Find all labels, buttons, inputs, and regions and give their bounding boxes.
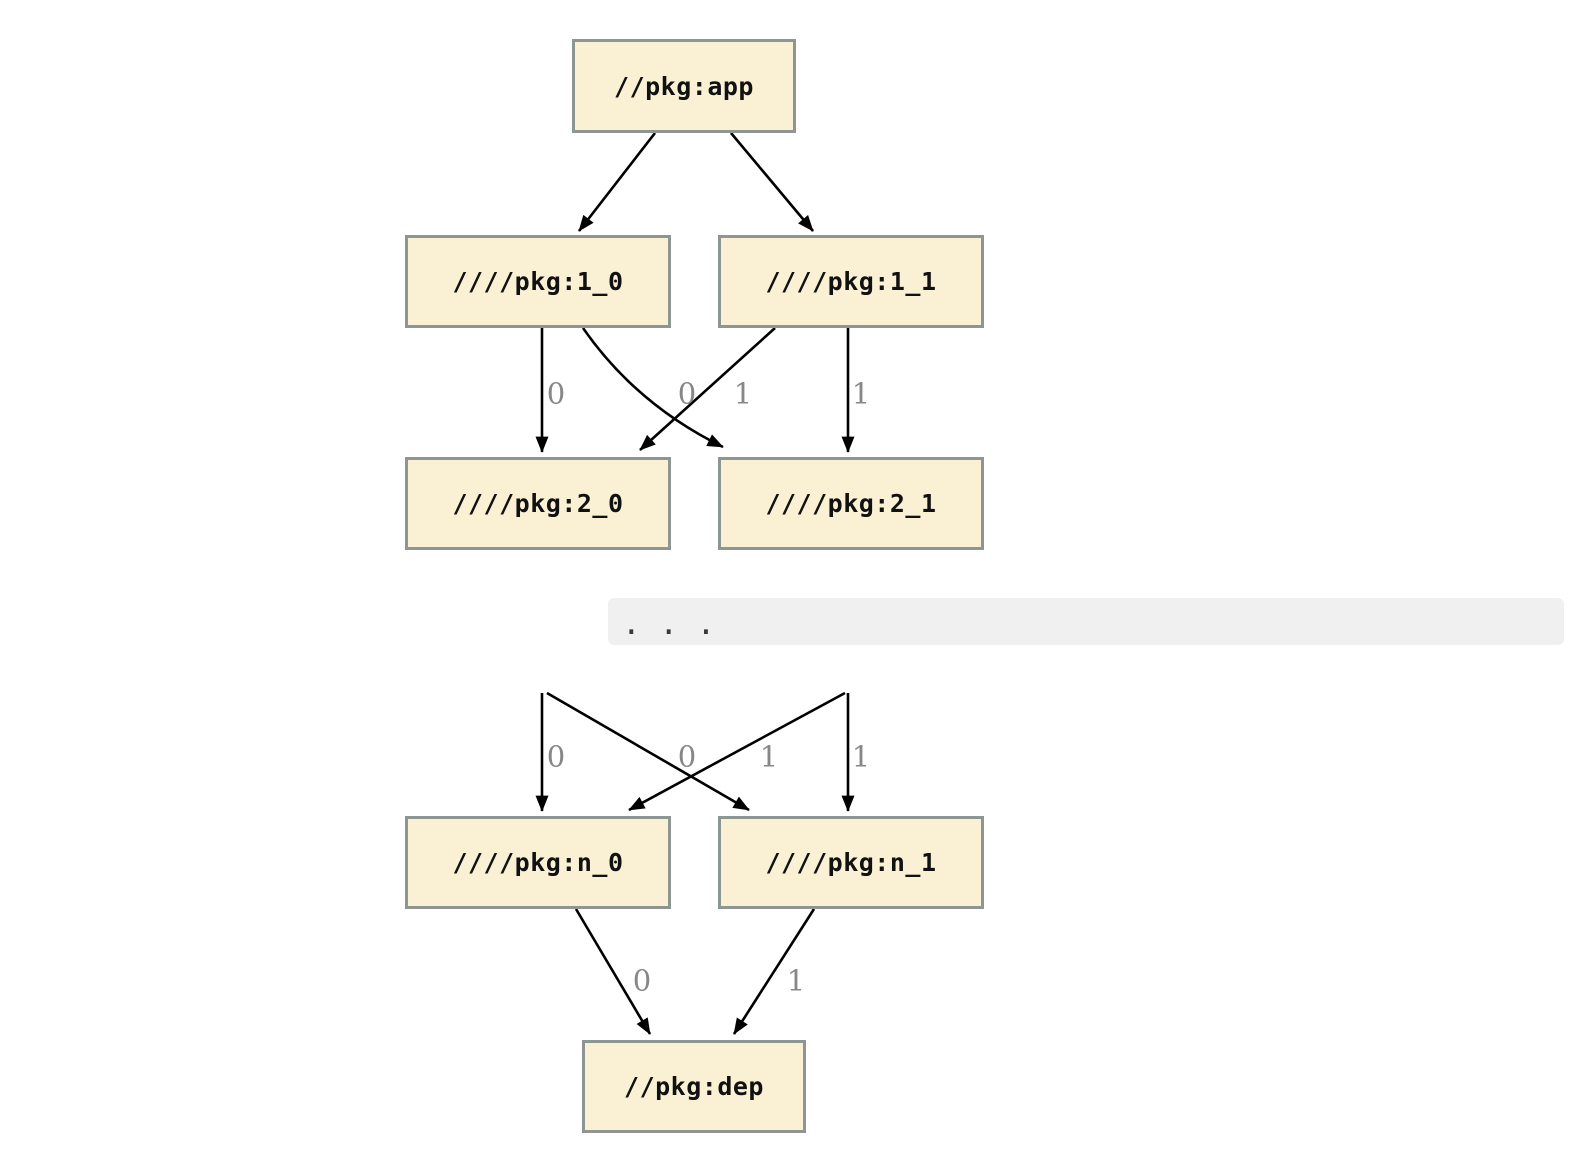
node-pkg-n_1: ////pkg:n_1 <box>718 816 984 909</box>
edge-label-1_1-2_1: 1 <box>851 376 871 411</box>
node-pkg-dep: //pkg:dep <box>582 1040 806 1133</box>
edge-label-stub-n_1-cross: 1 <box>759 739 779 774</box>
ellipsis-text: . . . <box>622 606 716 642</box>
node-pkg-n_0: ////pkg:n_0 <box>405 816 671 909</box>
edge-label-stub-n_1-vertical: 1 <box>851 739 871 774</box>
edge-label-n_1-dep: 1 <box>786 963 806 998</box>
edge-label-1_0-2_0: 0 <box>546 376 566 411</box>
edge-n_1-to-dep <box>732 908 816 1035</box>
edge-label-1_0-2_1: 1 <box>733 376 753 411</box>
edge-stub-to-n_0-cross <box>628 691 846 812</box>
edge-1_1-to-2_0 <box>639 327 776 451</box>
edge-1_0-to-2_1 <box>581 327 724 449</box>
edge-app-to-1_0 <box>577 132 657 232</box>
node-pkg-1_1: ////pkg:1_1 <box>718 235 984 328</box>
edge-label-stub-n_0-cross: 0 <box>677 739 697 774</box>
edge-label-stub-n_0-vertical: 0 <box>546 739 566 774</box>
node-pkg-1_0: ////pkg:1_0 <box>405 235 671 328</box>
node-pkg-2_0: ////pkg:2_0 <box>405 457 671 550</box>
edge-n_0-to-dep <box>574 908 652 1035</box>
edge-app-to-1_1 <box>730 132 814 232</box>
node-pkg-app: //pkg:app <box>572 39 796 133</box>
node-pkg-2_1: ////pkg:2_1 <box>718 457 984 550</box>
ellipsis-band: . . . <box>608 598 1564 645</box>
edge-label-n_0-dep: 0 <box>632 963 652 998</box>
edge-stub-to-n_1-cross <box>546 691 750 812</box>
edge-label-1_1-2_0: 0 <box>677 376 697 411</box>
